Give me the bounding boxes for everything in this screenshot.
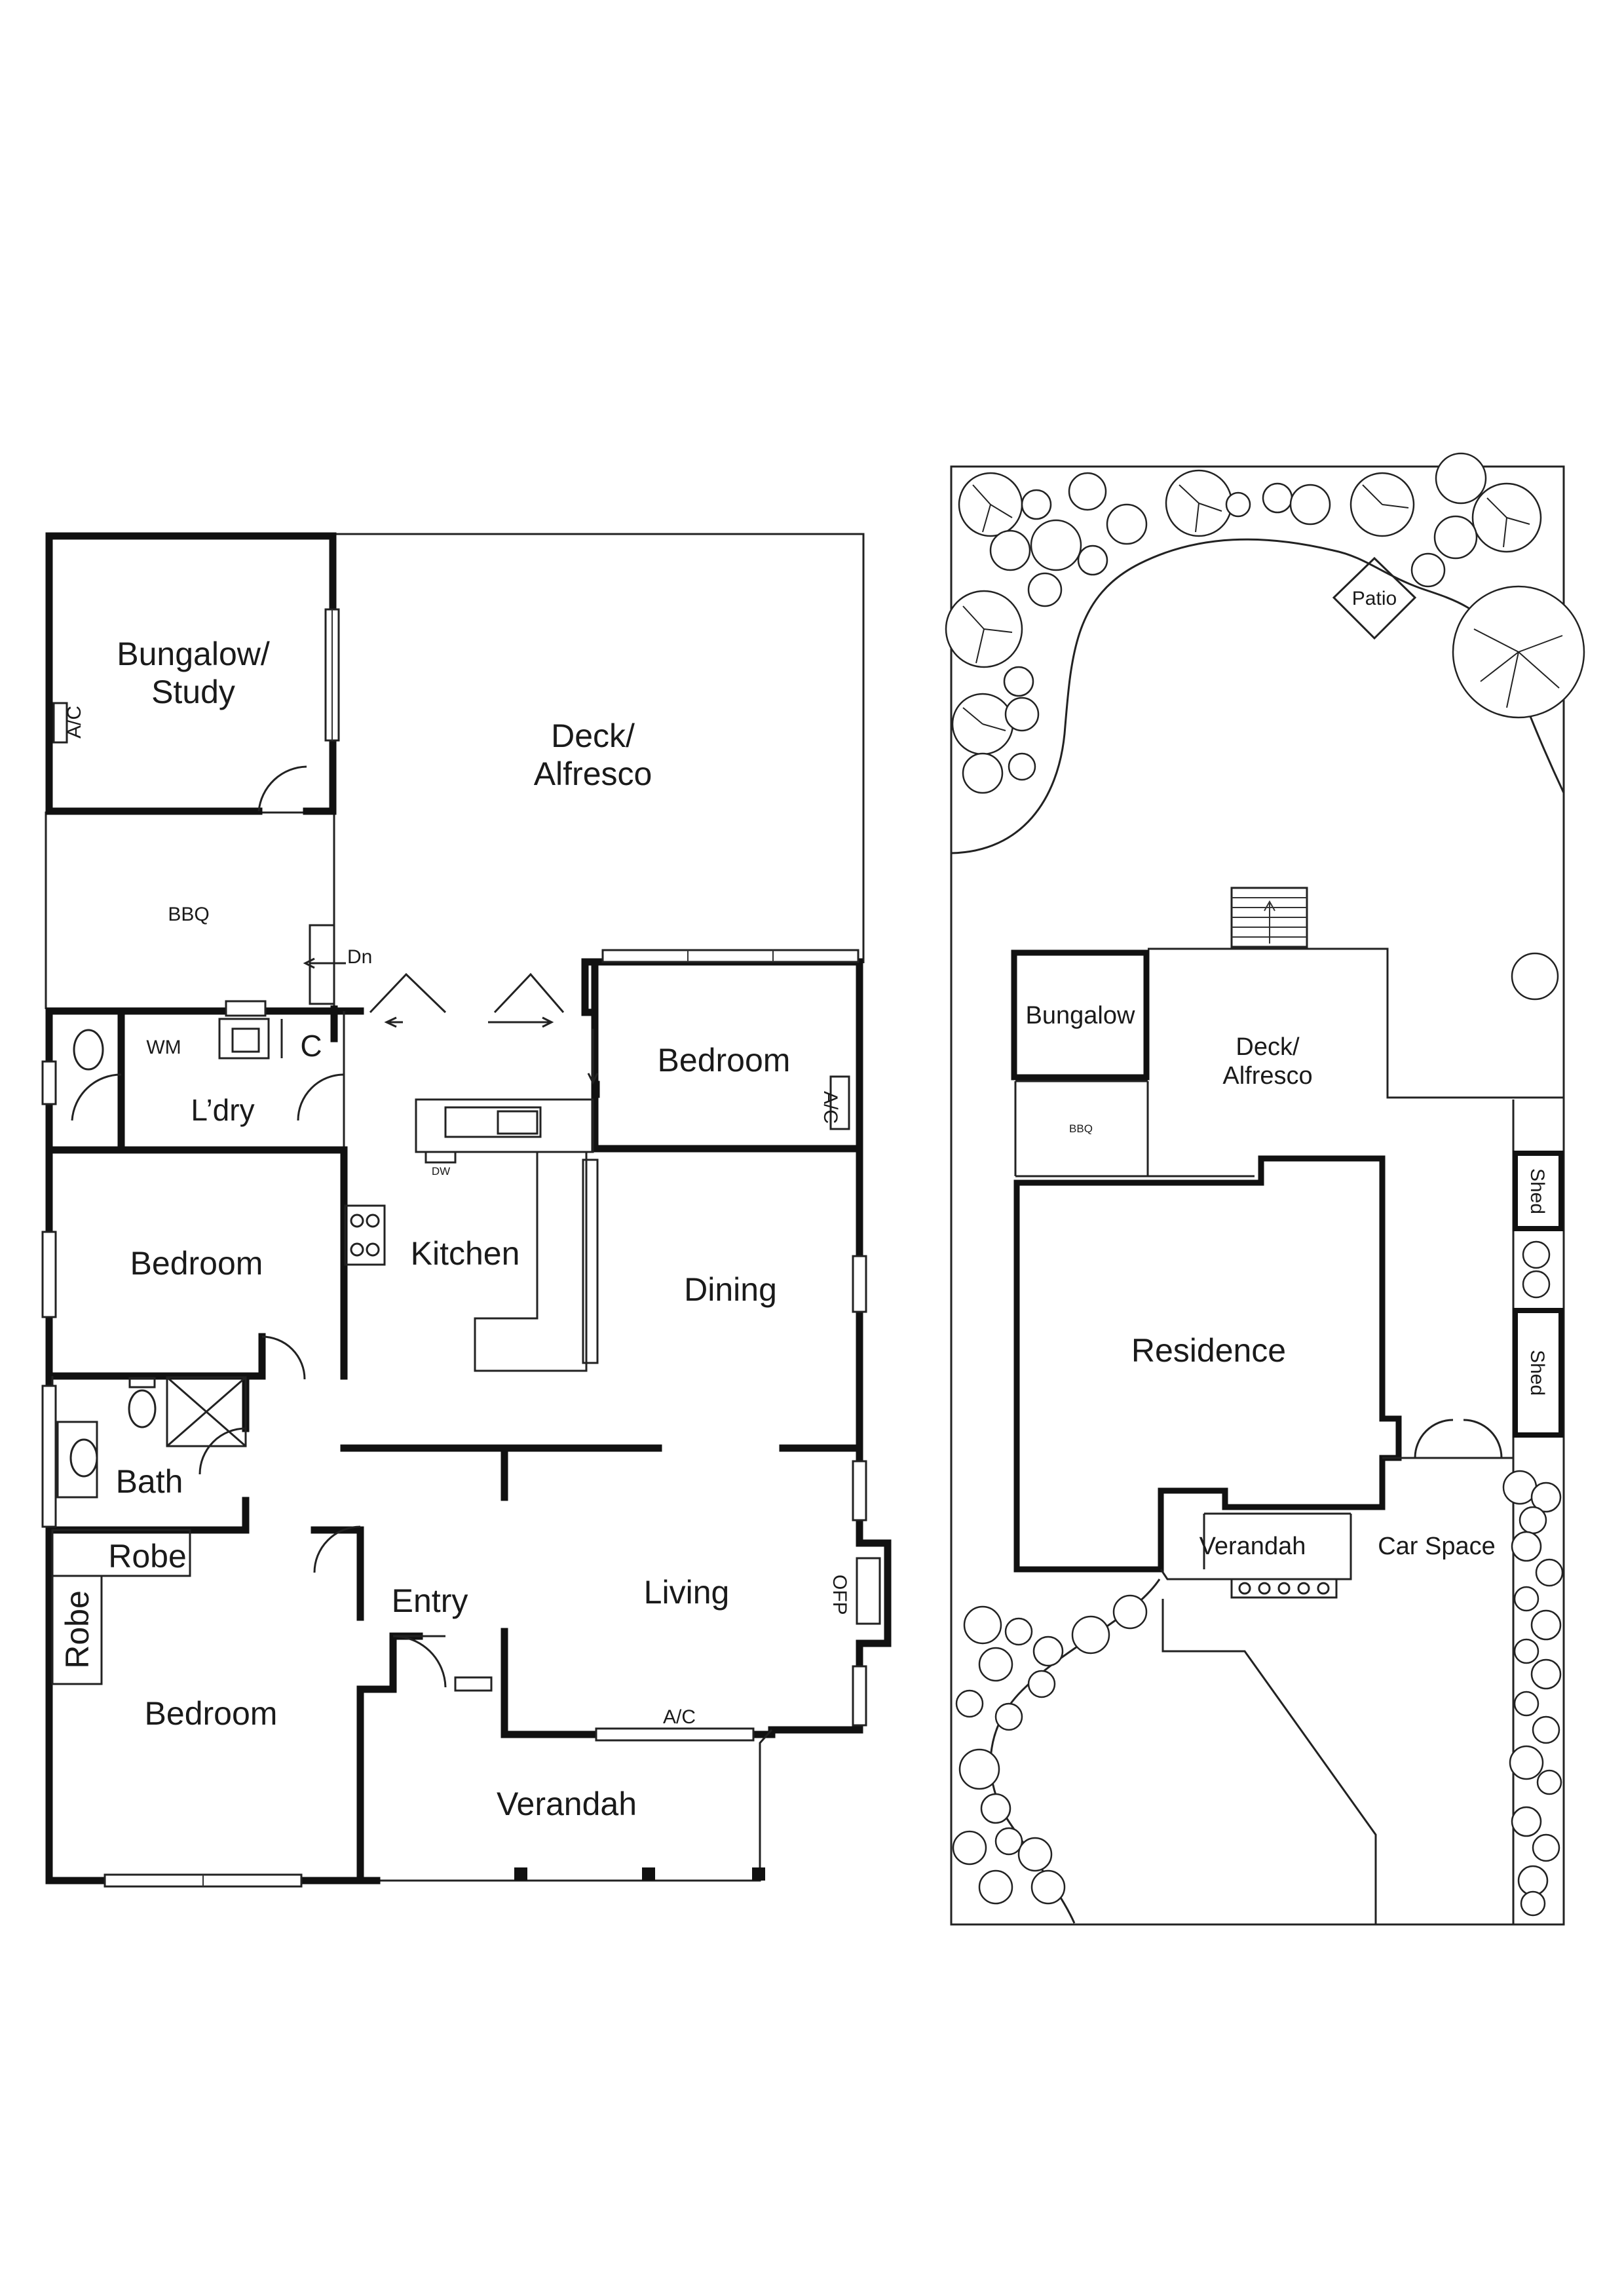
- bungalow-study-line1: Bungalow/: [117, 636, 270, 672]
- label-ac-living: A/C: [663, 1706, 696, 1728]
- label-bedroom-mid: Bedroom: [130, 1245, 263, 1282]
- label-bedroom-rear: Bedroom: [658, 1042, 791, 1079]
- label-bungalow-study: Bungalow/Study: [117, 636, 270, 710]
- label-dn: Dn: [347, 946, 372, 968]
- site-label-patio: Patio: [1352, 588, 1397, 609]
- label-c: C: [300, 1029, 322, 1063]
- label-ofp: OFP: [829, 1575, 850, 1615]
- label-bath: Bath: [116, 1463, 183, 1500]
- site-trees: [945, 452, 1585, 1917]
- site-label-shed-2: Shed: [1526, 1350, 1548, 1396]
- label-entry: Entry: [392, 1582, 468, 1619]
- deck-alfresco-line1: Deck/: [551, 718, 635, 754]
- label-kitchen: Kitchen: [411, 1235, 520, 1272]
- label-bbq: BBQ: [168, 904, 209, 925]
- label-living: Living: [644, 1574, 730, 1611]
- label-dining: Dining: [684, 1271, 777, 1308]
- label-wm: WM: [146, 1037, 181, 1058]
- site-label-bungalow: Bungalow: [1026, 1002, 1135, 1029]
- label-robe-top: Robe: [108, 1538, 187, 1575]
- label-verandah: Verandah: [497, 1786, 637, 1822]
- label-bedroom-front: Bedroom: [145, 1695, 278, 1732]
- bungalow-study-line2: Study: [151, 674, 235, 710]
- deck-alfresco-line2: Alfresco: [534, 756, 652, 792]
- site-label-verandah: Verandah: [1199, 1533, 1306, 1560]
- site-label-deck-alfresco: Deck/Alfresco: [1222, 1033, 1312, 1090]
- label-robe-side: Robe: [59, 1590, 96, 1669]
- label-ac-rear: A/C: [820, 1091, 841, 1124]
- site-label-residence: Residence: [1131, 1332, 1286, 1369]
- site-label-bbq: BBQ: [1069, 1122, 1093, 1135]
- site-label-shed-1: Shed: [1526, 1168, 1548, 1214]
- floor-plan: Bungalow/Study Deck/Alfresco BBQ Dn WM C…: [41, 532, 892, 1888]
- site-plan: Patio Bungalow Deck/Alfresco BBQ Shed Sh…: [945, 452, 1585, 1926]
- site-deck-alfresco-line2: Alfresco: [1222, 1062, 1312, 1090]
- site-label-car-space: Car Space: [1378, 1533, 1496, 1560]
- label-ac-bungalow: A/C: [64, 706, 85, 738]
- label-deck-alfresco: Deck/Alfresco: [534, 718, 652, 792]
- label-laundry: L’dry: [191, 1093, 254, 1127]
- label-dw: DW: [432, 1165, 450, 1177]
- site-deck-alfresco-line1: Deck/: [1236, 1033, 1300, 1061]
